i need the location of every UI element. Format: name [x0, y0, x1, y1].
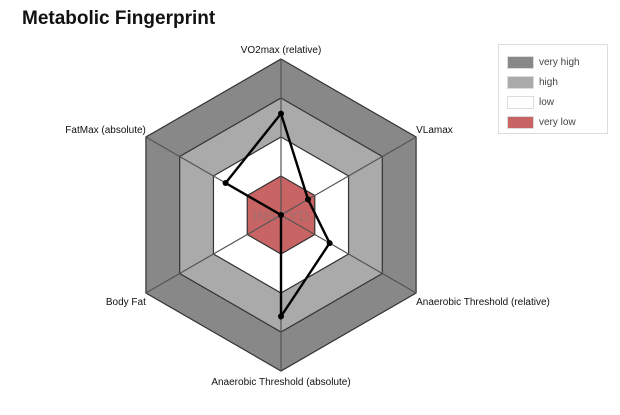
data-point	[278, 313, 284, 320]
legend-swatch	[507, 115, 534, 129]
axis-label: Anaerobic Threshold (absolute)	[211, 377, 350, 388]
legend-item: high	[507, 73, 607, 91]
legend-swatch	[507, 55, 534, 69]
axis-label: VLamax	[416, 125, 453, 136]
legend: very high high low very low	[498, 44, 608, 134]
axis-spoke	[280, 214, 417, 294]
legend-item: very high	[507, 53, 607, 71]
axis-spoke	[145, 214, 282, 294]
legend-label: very high	[539, 56, 580, 68]
axis-label: Anaerobic Threshold (relative)	[416, 297, 550, 308]
data-point	[305, 196, 312, 203]
legend-swatch	[507, 75, 534, 89]
data-point	[222, 180, 229, 187]
legend-label: high	[539, 76, 558, 88]
data-point	[278, 110, 284, 117]
axis-label: Body Fat	[106, 297, 146, 308]
chart-title: Metabolic Fingerprint	[22, 8, 216, 29]
axis-spoke	[280, 136, 417, 216]
data-point	[326, 240, 333, 247]
legend-label: very low	[539, 116, 576, 128]
legend-item: low	[507, 93, 607, 111]
legend-label: low	[539, 96, 555, 108]
axis-label: FatMax (absolute)	[65, 125, 146, 136]
legend-swatch	[507, 95, 534, 109]
data-point	[278, 212, 284, 218]
legend-item: very low	[507, 113, 607, 131]
axis-label: VO2max (relative)	[241, 45, 322, 56]
